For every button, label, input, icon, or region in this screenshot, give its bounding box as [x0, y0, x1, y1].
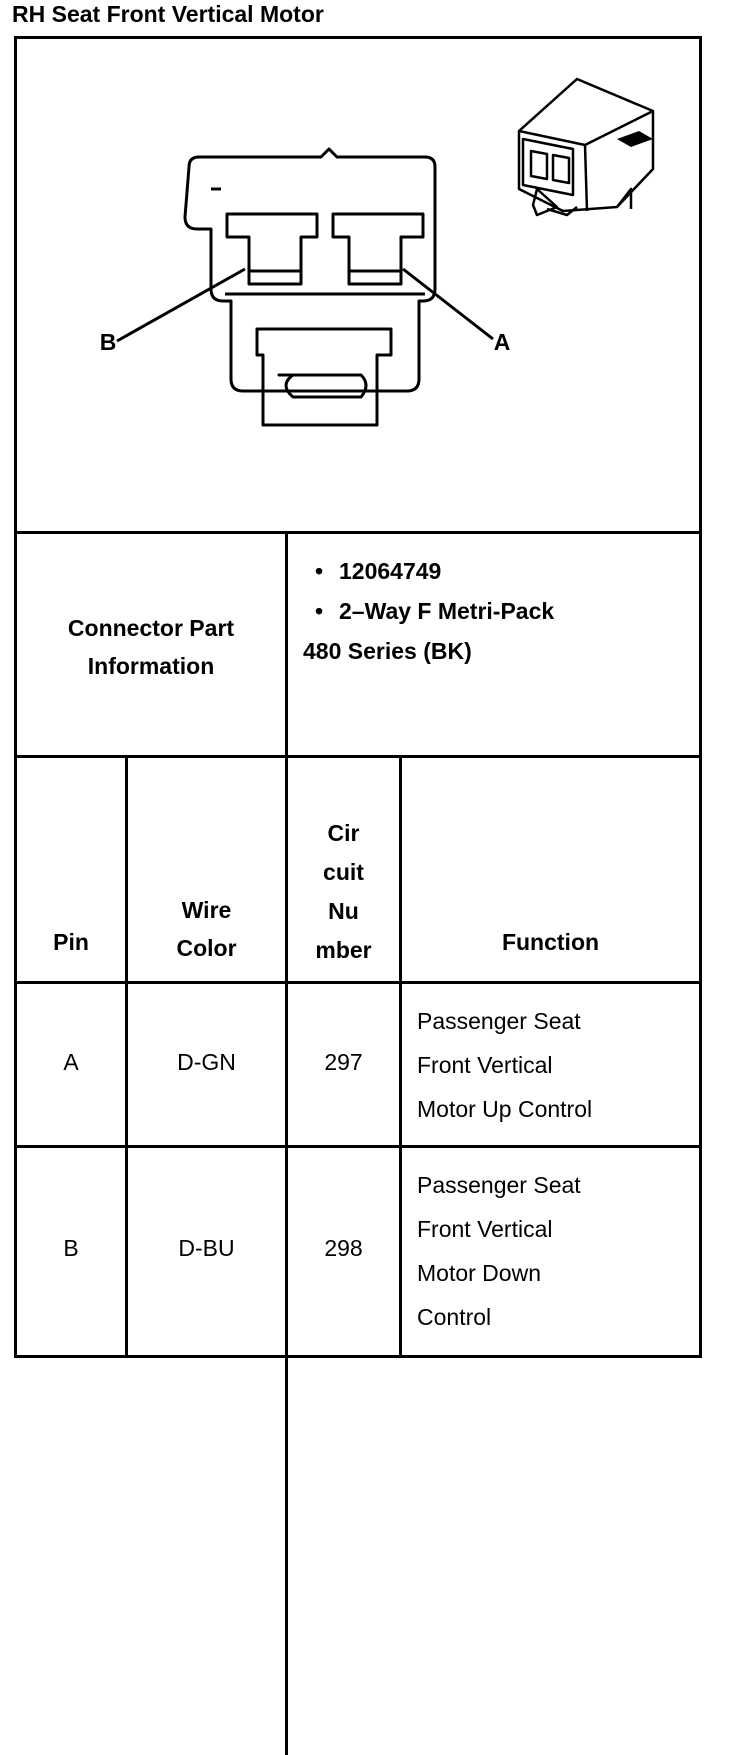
- description-line: 2–Way F Metri-Pack: [339, 598, 555, 624]
- bullet-icon: •: [314, 598, 324, 624]
- header-wire-color: Wire Color: [128, 891, 285, 967]
- bullet-icon: •: [314, 558, 324, 584]
- header-wire-color-line: Color: [176, 935, 237, 961]
- row-b-circuit: 298: [324, 1235, 363, 1261]
- function-line: Front Vertical: [417, 1216, 553, 1242]
- function-line: Control: [417, 1304, 492, 1330]
- header-pin: Pin: [53, 929, 89, 955]
- header-wire-color-line: Wire: [181, 897, 232, 923]
- divider: [17, 755, 699, 758]
- row-b-function: Passenger Seat Front Vertical Motor Down…: [417, 1163, 581, 1339]
- row-a-function: Passenger Seat Front Vertical Motor Up C…: [417, 999, 592, 1131]
- function-line: Passenger Seat: [417, 1172, 581, 1198]
- row-a-wire-color: D-GN: [177, 1049, 236, 1075]
- connector-info-label-line: Information: [87, 653, 215, 679]
- row-a-circuit: 297: [324, 1049, 363, 1075]
- divider: [17, 981, 699, 984]
- connector-table: B A Connector Part Information • 12064749…: [14, 36, 702, 1755]
- connector-face-drawing: [116, 77, 655, 427]
- pin-a-label: A: [493, 329, 511, 355]
- page-title: RH Seat Front Vertical Motor: [12, 1, 324, 27]
- divider: [17, 531, 699, 534]
- header-circuit-number: Cir cuit Nu mber: [288, 814, 399, 970]
- description-item: • 2–Way F Metri-Pack: [299, 591, 554, 631]
- part-number: 12064749: [339, 558, 442, 584]
- function-line: Front Vertical: [417, 1052, 553, 1078]
- divider: [285, 534, 288, 1755]
- row-a-pin: A: [63, 1049, 79, 1075]
- divider: [125, 758, 128, 1355]
- function-line: Motor Up Control: [417, 1096, 593, 1122]
- function-line: Motor Down: [417, 1260, 541, 1286]
- header-circuit-line: cuit: [323, 859, 364, 885]
- header-circuit-line: Nu: [328, 898, 359, 924]
- part-number-item: • 12064749: [299, 551, 554, 591]
- header-circuit-line: mber: [315, 937, 372, 963]
- divider: [17, 1145, 699, 1148]
- connector-info-values: • 12064749 • 2–Way F Metri-Pack 480 Series…: [299, 551, 554, 671]
- connector-info-label: Connector Part Information: [17, 609, 285, 685]
- header-circuit-line: Cir: [327, 820, 360, 846]
- pin-b-label: B: [99, 329, 117, 355]
- connector-info-label-line: Connector Part: [67, 615, 235, 641]
- header-function: Function: [501, 929, 600, 955]
- row-b-wire-color: D-BU: [178, 1235, 235, 1261]
- description-line: 480 Series (BK): [303, 638, 472, 664]
- divider: [399, 758, 402, 1355]
- row-b-pin: B: [63, 1235, 79, 1261]
- function-line: Passenger Seat: [417, 1008, 581, 1034]
- connector-diagram: B A: [17, 39, 699, 531]
